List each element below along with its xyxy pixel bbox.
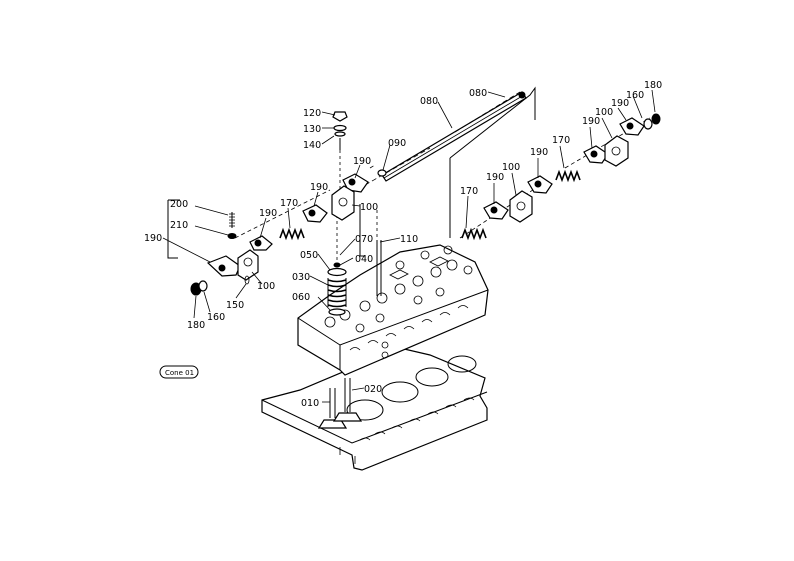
rocker-arm-190-h <box>619 117 645 136</box>
label-160-b: 160 <box>626 90 644 101</box>
label-130: 130 <box>303 124 321 135</box>
label-020: 020 <box>364 384 382 395</box>
end-plug-180-right <box>643 113 661 130</box>
label-170-a: 170 <box>280 198 298 209</box>
bolt-stack-120-140 <box>332 111 348 150</box>
label-190-e: 190 <box>486 172 504 183</box>
push-rod-110 <box>376 240 382 296</box>
rocker-arm-190-e <box>483 201 509 220</box>
rocker-support-left-100 <box>237 249 259 281</box>
label-080-b: 080 <box>469 88 487 99</box>
label-100-a: 100 <box>360 202 378 213</box>
label-170-b: 170 <box>460 186 478 197</box>
label-110: 110 <box>400 234 418 245</box>
cylinder-block <box>261 347 488 471</box>
leader-lines <box>162 89 656 403</box>
rocker-arm-190-b <box>249 235 273 251</box>
collar-090 <box>377 169 387 177</box>
end-plug-180-left <box>190 280 208 296</box>
rocker-support-center-100 <box>331 185 355 221</box>
label-200: 200 <box>170 199 188 210</box>
label-090: 090 <box>388 138 406 149</box>
adjusting-screw-200 <box>229 212 235 228</box>
label-180-b: 180 <box>644 80 662 91</box>
label-140: 140 <box>303 140 321 151</box>
label-010: 010 <box>301 398 319 409</box>
label-030: 030 <box>292 272 310 283</box>
label-070: 070 <box>355 234 373 245</box>
label-190-h: 190 <box>611 98 629 109</box>
label-190-c: 190 <box>310 182 328 193</box>
shaft-spring-170-left <box>279 227 305 241</box>
valve-010 <box>317 388 348 429</box>
code-stamp: Cone 01 <box>159 365 199 379</box>
label-190-g: 190 <box>582 116 600 127</box>
rocker-support-100-right-a <box>509 190 533 223</box>
label-080-a: 080 <box>420 96 438 107</box>
label-190-f: 190 <box>530 147 548 158</box>
label-050: 050 <box>300 250 318 261</box>
shaft-spring-170-lower <box>461 227 487 241</box>
label-150: 150 <box>226 300 244 311</box>
lock-nut-210 <box>227 233 237 239</box>
label-190-b: 190 <box>259 208 277 219</box>
label-160-a: 160 <box>207 312 225 323</box>
label-040: 040 <box>355 254 373 265</box>
label-190-a: 190 <box>144 233 162 244</box>
spring-retainer-050 <box>327 267 347 277</box>
cylinder-head <box>297 244 489 376</box>
label-190-d: 190 <box>353 156 371 167</box>
code-stamp-text: Cone 01 <box>165 369 194 377</box>
label-060: 060 <box>292 292 310 303</box>
label-120: 120 <box>303 108 321 119</box>
label-210: 210 <box>170 220 188 231</box>
rocker-arm-190-c <box>302 204 328 223</box>
valve-spring-030 <box>327 278 347 308</box>
valve-020 <box>332 378 363 422</box>
label-170-c: 170 <box>552 135 570 146</box>
label-100-b: 100 <box>257 281 275 292</box>
pin-150 <box>244 275 250 285</box>
bracket-lines <box>167 86 536 259</box>
valve-seal-060 <box>328 308 346 316</box>
label-100-c: 100 <box>502 162 520 173</box>
label-100-d: 100 <box>595 107 613 118</box>
rocker-arm-left <box>206 255 241 277</box>
shaft-spring-170-right <box>555 169 581 183</box>
label-180-a: 180 <box>187 320 205 331</box>
rocker-support-100-right-b <box>604 135 629 167</box>
